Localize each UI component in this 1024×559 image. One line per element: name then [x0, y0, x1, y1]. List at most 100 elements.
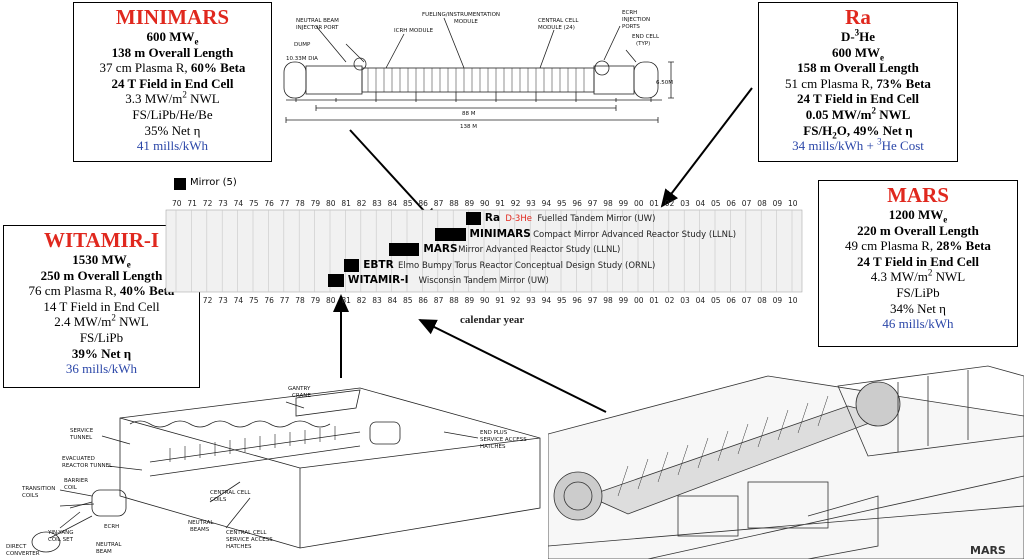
year-tick-bottom: 81 — [341, 296, 351, 305]
year-tick-top: 77 — [279, 199, 290, 208]
mars-spec-box: MARS 1200 MWe 220 m Overall Length 49 cm… — [818, 180, 1018, 347]
ra-nwl: 0.05 MW/m2 NWL — [805, 105, 911, 122]
study-description: Elmo Bumpy Torus Reactor Conceptual Desi… — [398, 260, 656, 271]
svg-text:SERVICE ACCESS: SERVICE ACCESS — [480, 437, 527, 443]
svg-text:INJECTOR PORT: INJECTOR PORT — [296, 25, 339, 31]
study-bar — [343, 258, 360, 272]
year-tick-top: 93 — [526, 199, 536, 208]
minimars-plasma: 37 cm Plasma R, 60% Beta — [99, 60, 246, 76]
svg-text:SERVICE: SERVICE — [70, 428, 94, 434]
year-tick-bottom: 00 — [634, 296, 644, 305]
svg-text:COILS: COILS — [210, 497, 227, 503]
svg-text:ECRH: ECRH — [104, 524, 119, 530]
mars-plasma: 49 cm Plasma R, 28% Beta — [845, 238, 991, 254]
witamir-plasma: 76 cm Plasma R, 40% Beta — [28, 283, 175, 299]
svg-text:END PLUS: END PLUS — [480, 430, 508, 436]
ra-arrow — [660, 87, 753, 208]
year-tick-bottom: 03 — [680, 296, 690, 305]
ra-fuel: D-3He — [840, 27, 876, 44]
legend-swatch — [174, 178, 186, 190]
year-tick-bottom: 92 — [510, 296, 521, 305]
study-description: Compact Mirror Advanced Reactor Study (L… — [533, 229, 737, 240]
year-tick-top: 03 — [680, 199, 690, 208]
svg-text:CENTRAL CELL: CENTRAL CELL — [226, 530, 267, 536]
year-tick-top: 10 — [788, 199, 798, 208]
mars-title: MARS — [887, 183, 949, 207]
minimars-spec-box: MINIMARS 600 MWe 138 m Overall Length 37… — [73, 2, 272, 162]
year-tick-top: 07 — [741, 199, 752, 208]
svg-text:BARRIER: BARRIER — [64, 478, 88, 484]
year-tick-top: 80 — [326, 199, 336, 208]
study-bar — [388, 243, 420, 256]
witamir-materials: FS/LiPb — [79, 329, 124, 345]
svg-text:PORTS: PORTS — [622, 24, 640, 30]
year-tick-bottom: 86 — [418, 296, 428, 305]
year-tick-top: 95 — [557, 199, 567, 208]
year-tick-bottom: 80 — [326, 296, 336, 305]
svg-text:CENTRAL CELL: CENTRAL CELL — [538, 18, 579, 24]
year-tick-top: 70 — [172, 199, 182, 208]
year-tick-bottom: 98 — [603, 296, 613, 305]
witamir-eta: 39% Net η — [71, 345, 132, 361]
year-tick-bottom: 75 — [249, 296, 259, 305]
year-tick-bottom: 79 — [310, 296, 321, 305]
svg-text:COIL: COIL — [64, 485, 78, 491]
year-tick-top: 84 — [387, 199, 398, 208]
year-tick-top: 01 — [649, 199, 659, 208]
svg-text:DIRECT: DIRECT — [6, 544, 27, 550]
mars-power: 1200 MWe — [888, 207, 948, 225]
mars-materials: FS/LiPb — [896, 284, 940, 300]
year-tick-top: 82 — [356, 199, 367, 208]
year-tick-bottom: 85 — [403, 296, 413, 305]
year-tick-bottom: 76 — [264, 296, 274, 305]
minimars-field: 24 T Field in End Cell — [111, 75, 234, 91]
witamir-nwl: 2.4 MW/m2 NWL — [54, 313, 149, 330]
svg-text:88 M: 88 M — [462, 111, 476, 117]
year-tick-top: 73 — [218, 199, 228, 208]
minimars-drawing: NEUTRAL BEAM INJECTOR PORT DUMP ICRH MOD… — [283, 10, 674, 130]
study-description: Fuelled Tandem Mirror (UW) — [537, 214, 656, 224]
svg-text:INJECTION: INJECTION — [622, 17, 650, 23]
year-tick-top: 79 — [310, 199, 321, 208]
year-tick-bottom: 97 — [587, 296, 598, 305]
year-tick-top: 98 — [603, 199, 613, 208]
witamir-power: 1530 MWe — [72, 252, 131, 270]
year-tick-bottom: 07 — [741, 296, 752, 305]
legend-label: Mirror (5) — [190, 177, 237, 188]
year-tick-bottom: 78 — [295, 296, 305, 305]
year-tick-bottom: 90 — [480, 296, 490, 305]
year-tick-top: 78 — [295, 199, 305, 208]
study-description: Mirror Advanced Reactor Study (LLNL) — [458, 245, 621, 255]
mars-nwl: 4.3 MW/m2 NWL — [870, 268, 966, 285]
year-tick-top: 05 — [711, 199, 721, 208]
year-tick-top: 76 — [264, 199, 274, 208]
study-bar — [328, 274, 344, 287]
study-label: WITAMIR-I — [347, 274, 409, 286]
svg-text:NEUTRAL: NEUTRAL — [188, 520, 214, 526]
svg-text:BEAM: BEAM — [96, 549, 112, 555]
year-tick-top: 87 — [433, 199, 444, 208]
study-description: Wisconsin Tandem Mirror (UW) — [418, 276, 549, 286]
year-tick-bottom: 72 — [202, 296, 213, 305]
year-tick-bottom: 93 — [526, 296, 536, 305]
minimars-materials: FS/LiPb/He/Be — [132, 106, 213, 122]
svg-text:10.33M DIA: 10.33M DIA — [286, 56, 318, 62]
year-tick-top: 86 — [418, 199, 428, 208]
svg-text:FUELING/INSTRUMENTATION: FUELING/INSTRUMENTATION — [422, 12, 500, 18]
study-bar — [465, 212, 481, 225]
svg-text:END CELL: END CELL — [632, 34, 660, 40]
svg-text:TUNNEL: TUNNEL — [69, 435, 93, 441]
svg-text:SERVICE ACCESS: SERVICE ACCESS — [226, 537, 273, 543]
svg-text:CONVERTER: CONVERTER — [6, 551, 40, 557]
minimars-title: MINIMARS — [115, 5, 230, 29]
study-label: MINIMARS — [469, 227, 531, 240]
study-label: Ra — [484, 212, 501, 224]
year-tick-top: 89 — [464, 199, 475, 208]
year-tick-top: 92 — [510, 199, 521, 208]
svg-text:YIN-YANG: YIN-YANG — [47, 530, 74, 536]
year-tick-top: 00 — [634, 199, 644, 208]
minimars-eta: 35% Net η — [144, 122, 201, 138]
year-tick-bottom: 77 — [279, 296, 290, 305]
ra-plasma: 51 cm Plasma R, 73% Beta — [785, 75, 931, 91]
